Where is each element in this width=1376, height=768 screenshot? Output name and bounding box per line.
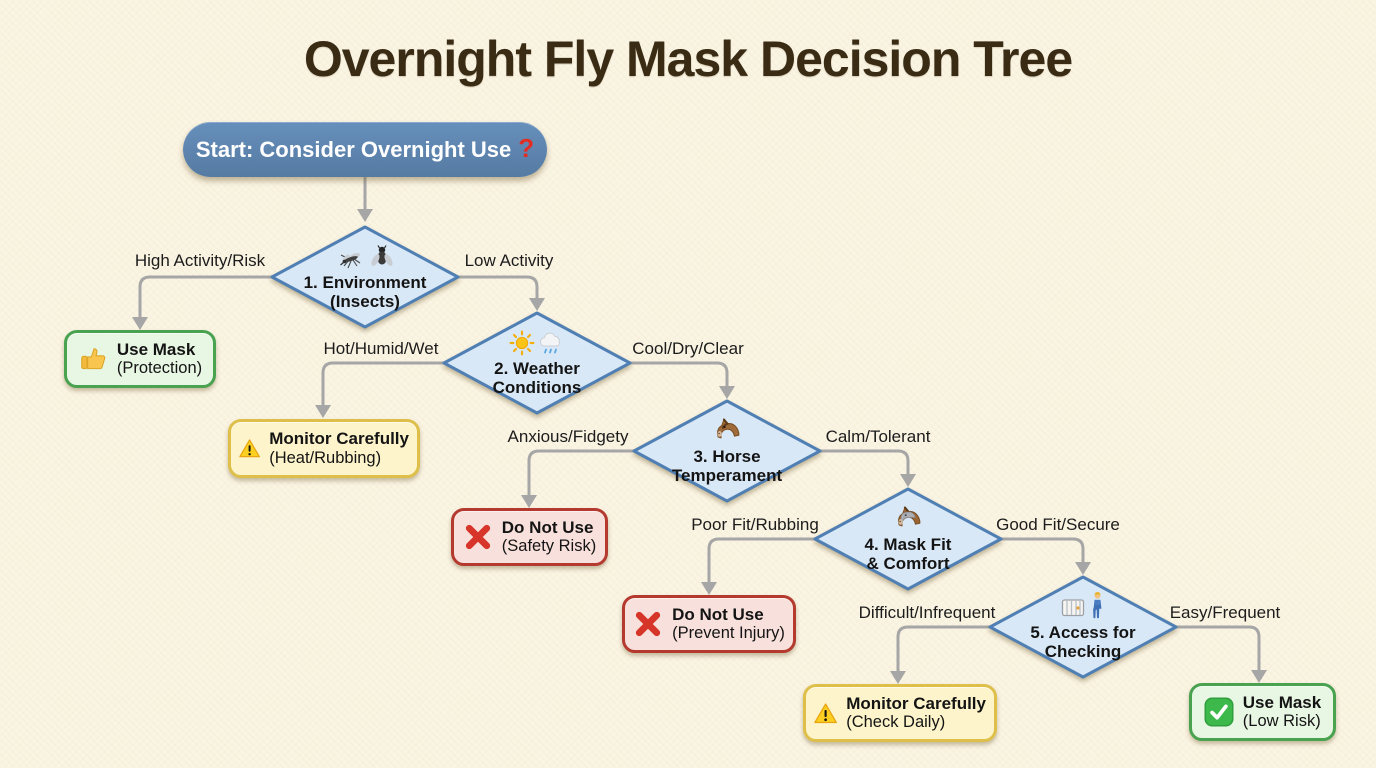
outcome-title: Use Mask [116,339,196,359]
edge-temperament-maskfit [820,449,916,487]
edge-weather-monitor [315,361,444,418]
decision-line1: 4. Mask Fit [864,534,952,554]
red-cross-icon [465,524,490,550]
decision-1-environment: 1. Environment (Insects) [270,225,460,329]
edge-maskfit-access [1001,537,1091,575]
edge-access-monitor [890,625,990,684]
page-title: Overnight Fly Mask Decision Tree [303,31,1073,87]
outcome-subtitle: (Protection) [116,359,203,377]
edge-weather-temperament [630,361,735,399]
decision-3-temperament: 3. Horse Temperament [632,399,822,503]
outcome-do-not-use-safety: Do Not Use (Safety Risk) [451,508,608,566]
gate-icon [1061,598,1085,616]
decision-5-access: 5. Access for Checking [988,575,1178,679]
outcome-title: Do Not Use [672,604,764,624]
rain-cloud-icon [540,332,561,353]
mosquito-icon [339,252,360,268]
branch-label-hot-humid-wet: Hot/Humid/Wet [323,339,439,358]
outcome-do-not-use-injury: Do Not Use (Prevent Injury) [622,595,796,653]
sun-icon [510,330,535,355]
outcome-monitor-heat-rubbing: Monitor Carefully (Heat/Rubbing) [228,419,420,478]
decision-line1: 1. Environment [303,272,427,292]
diamond-shape [632,399,822,503]
branch-label-high-activity-risk: High Activity/Risk [134,251,266,270]
edge-maskfit-donotuse [701,537,815,595]
outcome-title: Use Mask [1242,692,1322,712]
diamond-shape [988,575,1178,679]
decision-line2: Checking [1044,641,1122,661]
edge-environment-weather [458,275,545,311]
red-cross-icon [635,611,661,637]
edge-access-usemask [1176,625,1267,683]
outcome-subtitle: (Low Risk) [1242,712,1321,730]
decision-2-weather: 2. Weather Conditions [442,311,632,415]
branch-label-calm-tolerant: Calm/Tolerant [825,427,931,446]
edge-temperament-donotuse [521,449,634,508]
branch-label-good-fit-secure: Good Fit/Secure [996,515,1120,534]
decision-line1: 5. Access for [1030,622,1136,642]
decision-line2: (Insects) [330,291,400,311]
start-node: Start: Consider Overnight Use ? [183,122,547,177]
outcome-subtitle: (Check Daily) [846,713,946,731]
branch-label-poor-fit-rubbing: Poor Fit/Rubbing [691,515,819,534]
branch-label-easy-frequent: Easy/Frequent [1169,603,1281,622]
outcome-monitor-check-daily: Monitor Carefully (Check Daily) [803,684,997,742]
outcome-subtitle: (Safety Risk) [501,537,597,555]
decision-line2: Conditions [492,377,582,397]
decision-4-mask-fit: 4. Mask Fit & Comfort [813,487,1003,591]
green-check-icon [1204,697,1234,727]
red-question-mark-icon: ? [518,133,535,163]
outcome-subtitle: (Heat/Rubbing) [269,448,382,467]
diamond-shape [813,487,1003,591]
thumbs-up-icon [81,348,106,370]
person-standing-icon [1093,591,1102,618]
fly-icon [370,244,393,266]
decision-line2: Temperament [671,465,783,485]
branch-label-anxious-fidgety: Anxious/Fidgety [507,427,629,446]
warning-triangle-icon [239,439,260,458]
decision-line2: & Comfort [866,553,950,573]
outcome-use-mask-protection: Use Mask (Protection) [64,330,216,388]
warning-triangle-icon [814,702,837,723]
outcome-title: Monitor Carefully [269,429,409,448]
horse-head-icon [716,417,740,438]
outcome-title: Do Not Use [501,517,594,537]
branch-label-difficult-infrequent: Difficult/Infrequent [858,603,996,622]
outcome-use-mask-low-risk: Use Mask (Low Risk) [1189,683,1336,741]
decision-line1: 3. Horse [693,446,761,466]
branch-label-low-activity: Low Activity [464,251,554,270]
horse-head-with-fly-mask-icon [897,505,921,526]
decision-line1: 2. Weather [494,358,580,378]
diamond-shape [442,311,632,415]
outcome-subtitle: (Prevent Injury) [672,624,785,642]
diamond-shape [270,225,460,329]
edge-environment-usemask [132,275,272,330]
start-label: Start: Consider Overnight Use [195,136,512,162]
branch-label-cool-dry-clear: Cool/Dry/Clear [632,339,744,358]
outcome-title: Monitor Carefully [846,693,986,713]
